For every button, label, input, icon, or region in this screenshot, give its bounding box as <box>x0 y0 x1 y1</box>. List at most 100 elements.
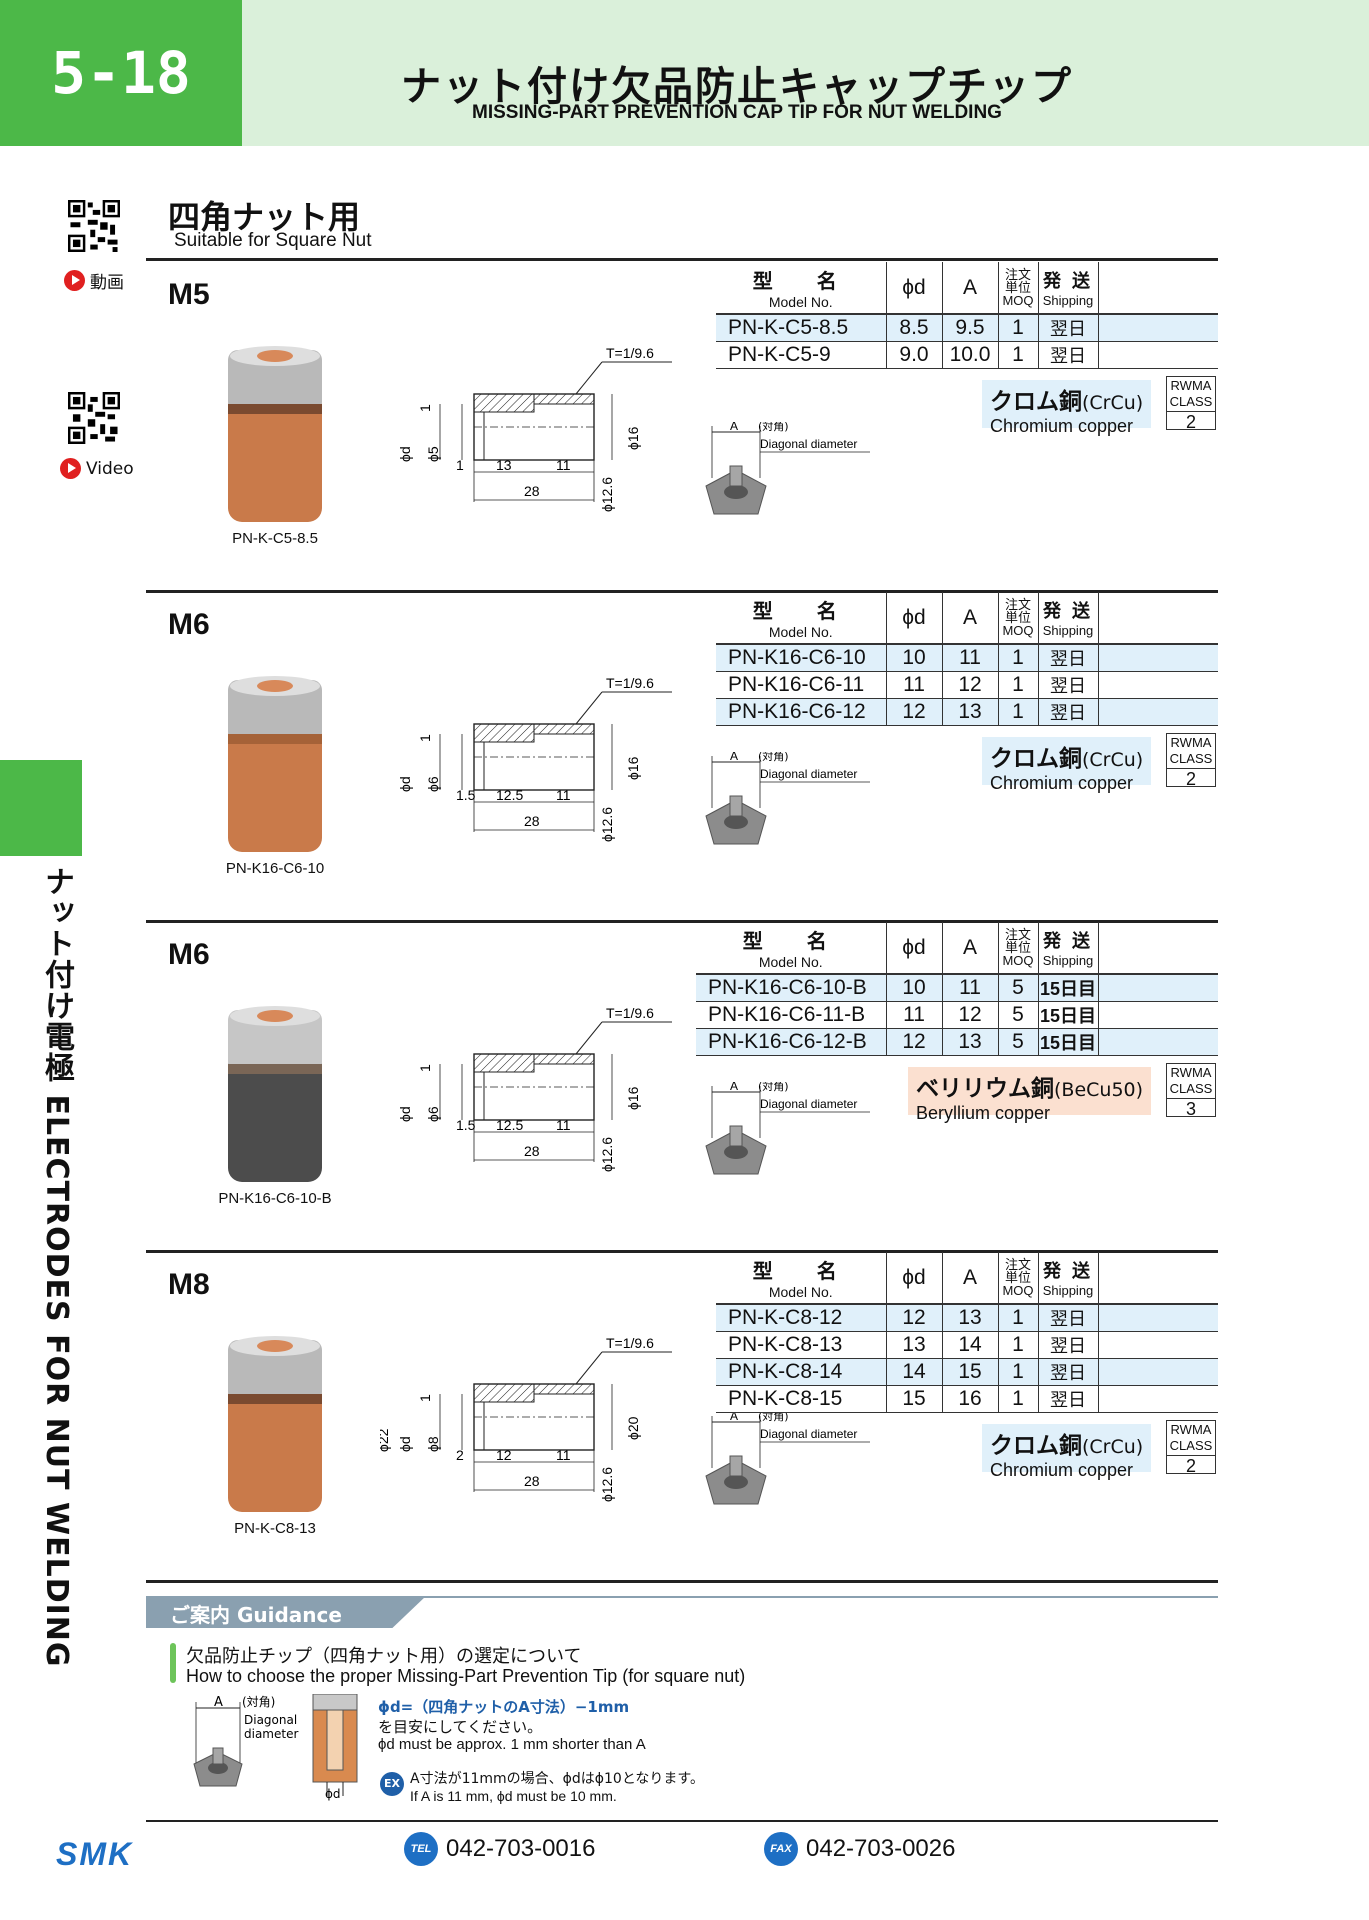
dim-d1: 1 <box>456 457 464 473</box>
guidance-divider <box>146 1580 1218 1583</box>
dim-dia_d: ϕd <box>397 446 413 462</box>
dim-d3: 11 <box>556 457 571 473</box>
table-row: PN-K16-C6-10 10 11 1 翌日 <box>716 644 1218 672</box>
nut-diag-en: Diagonal diameter <box>760 767 857 781</box>
dim-dia_outer: ϕ16 <box>625 756 641 780</box>
dim-dia_outer: ϕ20 <box>625 1416 641 1440</box>
nut-diag-ja: (対角) <box>758 1082 789 1093</box>
cell-a: 10.0 <box>942 341 999 369</box>
dim-total: 28 <box>524 1143 540 1159</box>
table-row: PN-K16-C6-12-B 12 13 5 15日目 <box>696 1028 1218 1056</box>
cell-phid: 9.0 <box>886 341 943 369</box>
dim-dia_d: ϕd <box>397 776 413 792</box>
fax-contact[interactable]: FAX 042-703-0026 <box>764 1832 955 1866</box>
cell-shipping: 翌日 <box>1038 671 1099 699</box>
dim-dia_base: ϕ12.6 <box>599 477 615 512</box>
nut-diag-ja: (対角) <box>758 1412 789 1423</box>
dim-top: 1 <box>417 404 433 412</box>
table-row: PN-K-C8-14 14 15 1 翌日 <box>716 1358 1218 1386</box>
tel-contact[interactable]: TEL 042-703-0016 <box>404 1832 595 1866</box>
cell-phid: 8.5 <box>886 314 943 342</box>
cell-a: 12 <box>942 671 999 699</box>
cell-moq: 1 <box>998 1358 1039 1386</box>
dim-d3: 11 <box>556 1447 571 1463</box>
cell-phid: 10 <box>886 974 943 1002</box>
nut-a-label: A <box>730 752 738 763</box>
play-icon <box>60 458 81 479</box>
cell-moq: 1 <box>998 644 1039 672</box>
dim-d2: 12.5 <box>496 1117 523 1133</box>
guidance-rule <box>146 1596 1218 1598</box>
material-ja: クロム銅(CrCu) <box>990 389 1144 415</box>
phone-icon: TEL <box>404 1832 438 1866</box>
table-row: PN-K-C5-8.5 8.5 9.5 1 翌日 <box>716 314 1218 342</box>
table-row: PN-K-C8-15 15 16 1 翌日 <box>716 1385 1218 1413</box>
section-title-ja: 四角ナット用 <box>168 198 361 236</box>
cell-model: PN-K-C8-13 <box>716 1331 887 1359</box>
cell-shipping: 15日目 <box>1038 974 1099 1002</box>
cell-moq: 5 <box>998 974 1039 1002</box>
col-phid: ϕd <box>886 922 943 975</box>
thread-size-label: M5 <box>168 278 210 311</box>
video-link-en[interactable]: Video <box>60 458 134 479</box>
cell-model: PN-K-C8-15 <box>716 1385 887 1413</box>
guidance-example-ja: A寸法が11mmの場合、ϕdはϕ10となります。 <box>410 1771 705 1787</box>
guide-fig-diag-en1: Diagonal <box>244 1713 297 1727</box>
material-label: クロム銅(CrCu)Chromium copper <box>982 737 1152 793</box>
cell-moq: 1 <box>998 1304 1039 1332</box>
dim-dia_inner: ϕ6 <box>425 776 441 792</box>
cell-model: PN-K16-C6-12 <box>716 698 887 726</box>
cell-a: 9.5 <box>942 314 999 342</box>
photo-caption: PN-K16-C6-10 <box>225 860 325 877</box>
cell-model: PN-K16-C6-10 <box>716 644 887 672</box>
company-logo: SMK <box>56 1836 134 1872</box>
nut-diag-en: Diagonal diameter <box>760 1427 857 1441</box>
material-en: Chromium copper <box>990 773 1134 793</box>
col-phid: ϕd <box>886 1252 943 1305</box>
cell-moq: 1 <box>998 1385 1039 1413</box>
cell-model: PN-K-C5-8.5 <box>716 314 887 342</box>
nut-diag-ja: (対角) <box>758 422 789 433</box>
side-tab-label: ナット付け電極 ELECTRODES FOR NUT WELDING <box>39 866 74 1668</box>
thread-size-label: M8 <box>168 1268 210 1301</box>
cell-model: PN-K-C5-9 <box>716 341 887 369</box>
section-divider <box>146 258 1218 261</box>
page-title-en: MISSING-PART PREVENTION CAP TIP FOR NUT … <box>472 102 1002 123</box>
cell-shipping: 翌日 <box>1038 1304 1099 1332</box>
guidance-formula-en: ϕd must be approx. 1 mm shorter than A <box>378 1736 646 1753</box>
col-phid: ϕd <box>886 592 943 645</box>
nut-diag-ja: (対角) <box>758 752 789 763</box>
cell-shipping: 翌日 <box>1038 1358 1099 1386</box>
cell-phid: 12 <box>886 1304 943 1332</box>
dim-dia_d: ϕd <box>397 1106 413 1122</box>
cell-moq: 5 <box>998 1028 1039 1056</box>
dim-dia_inner: ϕ6 <box>425 1106 441 1122</box>
qr-code-video-ja[interactable] <box>68 200 120 252</box>
table-row: PN-K-C8-13 13 14 1 翌日 <box>716 1331 1218 1359</box>
tel-number: 042-703-0016 <box>446 1835 596 1862</box>
cell-a: 16 <box>942 1385 999 1413</box>
cell-moq: 1 <box>998 698 1039 726</box>
cell-phid: 10 <box>886 644 943 672</box>
dim-dia_inner: ϕ8 <box>425 1436 441 1452</box>
thread-size-label: M6 <box>168 938 210 971</box>
guide-fig-phid: ϕd <box>325 1787 341 1801</box>
material-en: Chromium copper <box>990 416 1134 436</box>
side-tab-marker <box>0 760 82 856</box>
section-title-en: Suitable for Square Nut <box>174 230 372 251</box>
col-a: A <box>942 1252 999 1305</box>
col-phid: ϕd <box>886 262 943 315</box>
dim-dia_base: ϕ12.6 <box>599 1467 615 1502</box>
qr-code-video-en[interactable] <box>68 392 120 444</box>
page-title-ja: ナット付け欠品防止キャップチップ <box>401 64 1073 110</box>
nut-a-label: A <box>730 422 738 433</box>
video-link-ja[interactable]: 動画 <box>64 268 124 293</box>
dim-d2: 12 <box>496 1447 512 1463</box>
